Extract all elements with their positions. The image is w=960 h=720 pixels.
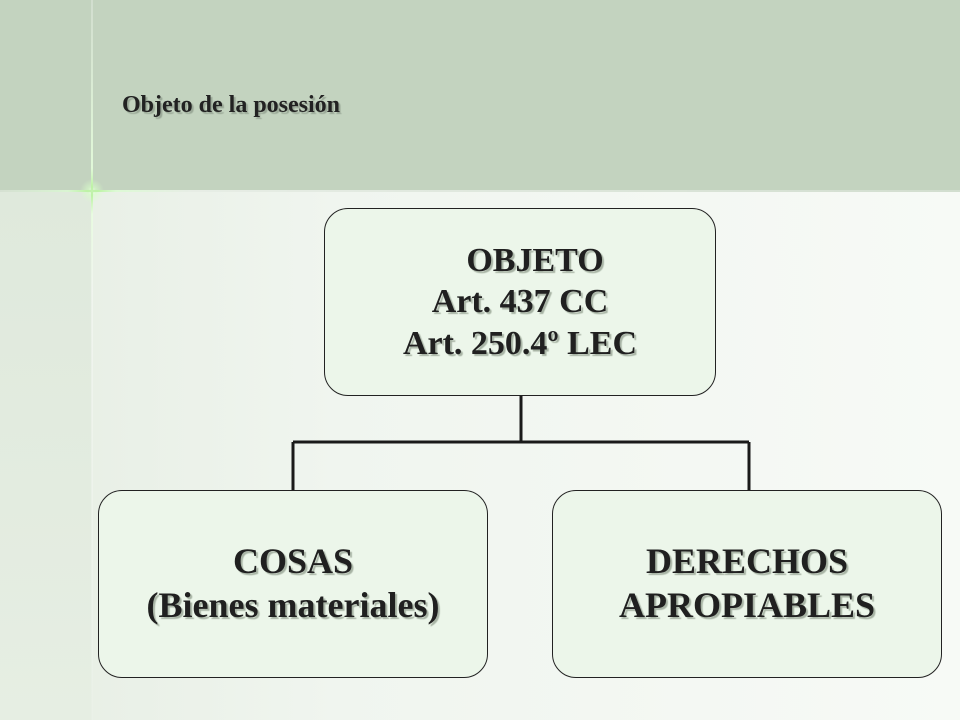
root-node: OBJETO Art. 437 CC Art. 250.4º LEC — [324, 208, 716, 396]
child-node-derechos: DERECHOS APROPIABLES — [552, 490, 942, 678]
sparkle-icon — [68, 168, 116, 214]
header-band — [0, 0, 960, 192]
decorative-horizontal-line — [0, 190, 960, 192]
child-node-cosas-subtitle: (Bienes materiales) — [146, 585, 440, 625]
root-node-heading: OBJETO — [466, 241, 604, 279]
child-node-derechos-subtitle: APROPIABLES — [618, 585, 876, 625]
root-node-article-cc: Art. 437 CC — [431, 283, 609, 321]
child-node-derechos-heading: DERECHOS — [645, 541, 849, 582]
child-node-cosas-heading: COSAS — [232, 541, 354, 582]
slide-title: Objeto de la posesión — [122, 92, 341, 118]
child-node-cosas: COSAS (Bienes materiales) — [98, 490, 488, 678]
decorative-vertical-line — [91, 0, 93, 720]
root-node-article-lec: Art. 250.4º LEC — [402, 324, 638, 362]
left-strip — [0, 192, 92, 720]
